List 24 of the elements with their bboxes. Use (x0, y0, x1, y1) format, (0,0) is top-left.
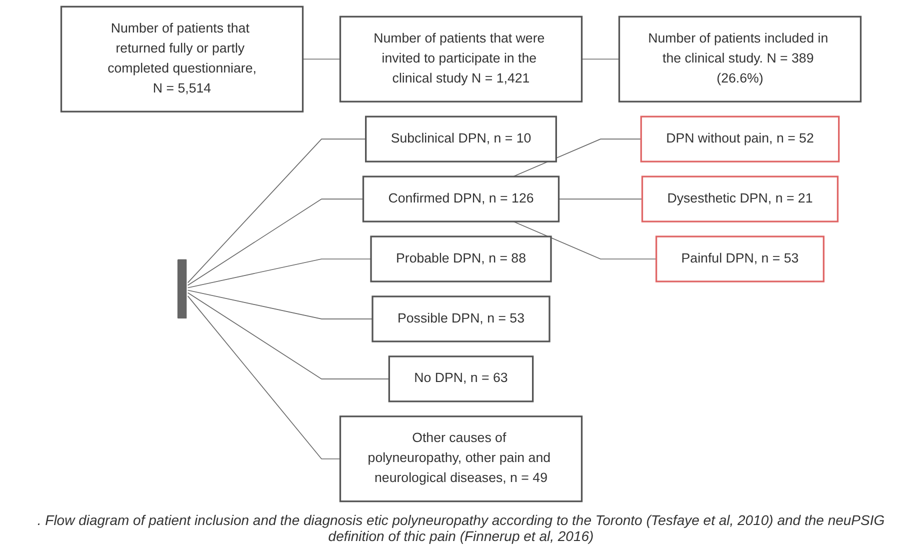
node-box: Subclinical DPN, n = 10 (365, 116, 557, 162)
node-box: Painful DPN, n = 53 (655, 236, 824, 282)
node-box: Number of patients that returned fully or partly completed questionniare, N = 5,514 (60, 6, 304, 112)
connector (581, 58, 620, 60)
connector (187, 258, 372, 288)
connector (512, 138, 642, 177)
connector (187, 138, 366, 284)
connector (512, 221, 657, 260)
connector (187, 198, 364, 286)
figure-caption: . Flow diagram of patient inclusion and the diagnosis etic polyneuropathy according to the Toronto (Tesfaye et al, 2010) and the neuPSIG definition of thic pain (Finnerup et al, 2016) (36, 511, 886, 546)
node-box: DPN without pain, n = 52 (640, 116, 840, 162)
node-box: No DPN, n = 63 (388, 356, 534, 402)
node-box: Probable DPN, n = 88 (370, 236, 552, 282)
node-box: Possible DPN, n = 53 (372, 296, 550, 342)
node-box: Other causes of polyneuropathy, other pain and neurological diseases, n = 49 (339, 416, 583, 502)
node-box: Number of patients that were invited to participate in the clinical study N = 1,421 (339, 16, 583, 102)
node-box: Confirmed DPN, n = 126 (362, 176, 560, 222)
connector (302, 58, 341, 60)
node-box: Dysesthetic DPN, n = 21 (641, 176, 839, 222)
connector (187, 292, 390, 380)
connector (558, 198, 643, 200)
connector (187, 296, 341, 460)
node-box: Number of patients included in the clinical study. N = 389 (26.6%) (618, 16, 862, 102)
connector (187, 290, 373, 320)
